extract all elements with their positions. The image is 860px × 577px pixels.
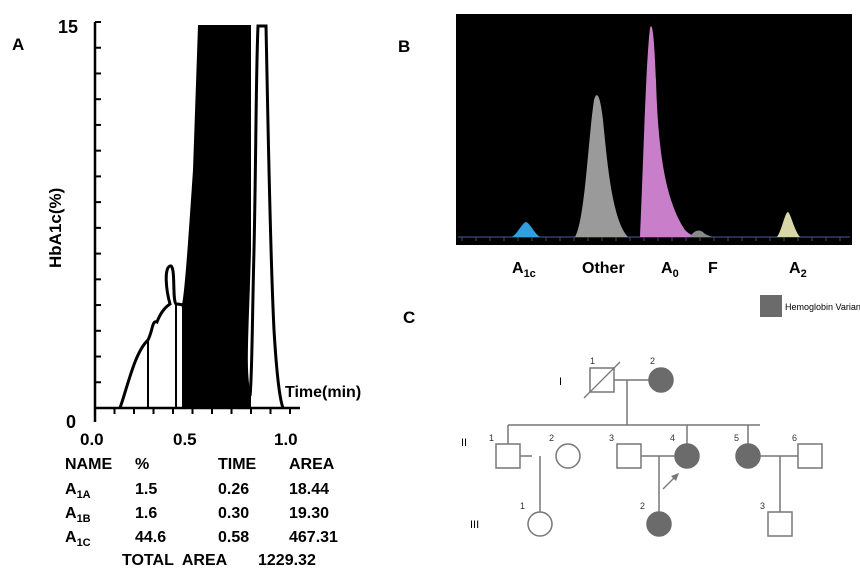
proband-arrow — [662, 473, 679, 490]
row-a1b-time: 0.30 — [218, 505, 249, 522]
peak-a0 — [640, 26, 696, 238]
num-III-1: 1 — [520, 501, 525, 511]
individual-II-4-female-affected-proband — [674, 443, 700, 469]
panel-a-label: A — [12, 35, 24, 54]
peak-a2 — [777, 212, 800, 237]
header-area: AREA — [289, 456, 335, 473]
row-a1b-area: 19.30 — [289, 505, 329, 522]
peak-f — [690, 230, 712, 237]
legend: Hemoglobin Variant — [760, 295, 860, 317]
peak-label-a1c: A1c — [512, 260, 536, 280]
individual-II-2-female — [555, 443, 581, 469]
x-tick-label-0: 0.0 — [80, 430, 104, 449]
num-III-3: 3 — [760, 501, 765, 511]
panel-a-axes — [93, 21, 300, 422]
peak-other — [575, 95, 628, 238]
a0-peak-line — [248, 24, 285, 409]
num-II-3: 3 — [609, 433, 614, 443]
results-table: NAME % TIME AREA A1A 1.5 0.26 18.44 A1B … — [65, 456, 338, 569]
panel-a-chromatogram — [118, 24, 285, 409]
individual-numbers: 1 2 1 2 3 4 5 6 1 2 3 — [489, 356, 797, 511]
row-a1c-area: 467.31 — [289, 529, 338, 546]
panel-a-y-ticks — [95, 21, 101, 409]
row-a1a-pct: 1.5 — [135, 481, 157, 498]
num-II-2: 2 — [549, 433, 554, 443]
individual-II-1-male — [495, 443, 521, 469]
peak-label-a2: A2 — [789, 260, 807, 280]
peak-label-f: F — [708, 260, 718, 277]
panel-b-ticks — [461, 237, 841, 241]
generation-label-II: II — [461, 437, 467, 449]
row-a1c-name: A1C — [65, 529, 91, 549]
total-area-label: TOTAL AREA — [122, 552, 228, 569]
row-a1a-name: A1A — [65, 481, 91, 501]
num-II-4: 4 — [670, 433, 675, 443]
time-label: Time(min) — [285, 384, 361, 401]
pedigree — [507, 379, 798, 512]
pedigree-individuals — [495, 361, 823, 537]
row-a1a-time: 0.26 — [218, 481, 249, 498]
num-II-1: 1 — [489, 433, 494, 443]
individual-II-6-male — [797, 443, 823, 469]
individual-II-5-female-affected — [735, 443, 761, 469]
num-II-5: 5 — [734, 433, 739, 443]
num-I-1: 1 — [590, 356, 595, 366]
generation-label-I: I — [559, 376, 562, 388]
row-a1b-name: A1B — [65, 505, 91, 525]
a1c-peak-fill — [182, 25, 251, 409]
header-time: TIME — [218, 456, 257, 473]
x-tick-label-05: 0.5 — [173, 430, 197, 449]
row-a1c-time: 0.58 — [218, 529, 249, 546]
individual-III-3-male — [767, 511, 793, 537]
header-name: NAME — [65, 456, 112, 473]
y-tick-label-0: 0 — [66, 412, 76, 432]
legend-swatch — [760, 295, 782, 317]
peak-a1c — [512, 222, 540, 237]
row-a1a-area: 18.44 — [289, 481, 329, 498]
legend-label: Hemoglobin Variant — [785, 302, 860, 312]
x-tick-label-1: 1.0 — [274, 430, 298, 449]
peak-label-a0: A0 — [661, 260, 679, 280]
header-pct: % — [135, 456, 149, 473]
panel-b-chromatogram — [456, 14, 852, 245]
peak-label-other: Other — [582, 260, 625, 277]
individual-I-2-female-affected — [648, 367, 674, 393]
individual-III-1-female — [527, 511, 553, 537]
num-II-6: 6 — [792, 433, 797, 443]
individual-II-3-male — [616, 443, 642, 469]
generation-label-III: III — [470, 519, 479, 531]
total-area-value: 1229.32 — [258, 552, 316, 569]
panel-c-label: C — [403, 308, 415, 327]
individual-III-2-female-affected — [646, 511, 672, 537]
panel-b-label: B — [398, 37, 410, 56]
y-axis-label: HbA1c(%) — [46, 188, 65, 268]
y-tick-label-15: 15 — [58, 17, 78, 37]
row-a1b-pct: 1.6 — [135, 505, 157, 522]
num-III-2: 2 — [640, 501, 645, 511]
row-a1c-pct: 44.6 — [135, 529, 166, 546]
num-I-2: 2 — [650, 356, 655, 366]
